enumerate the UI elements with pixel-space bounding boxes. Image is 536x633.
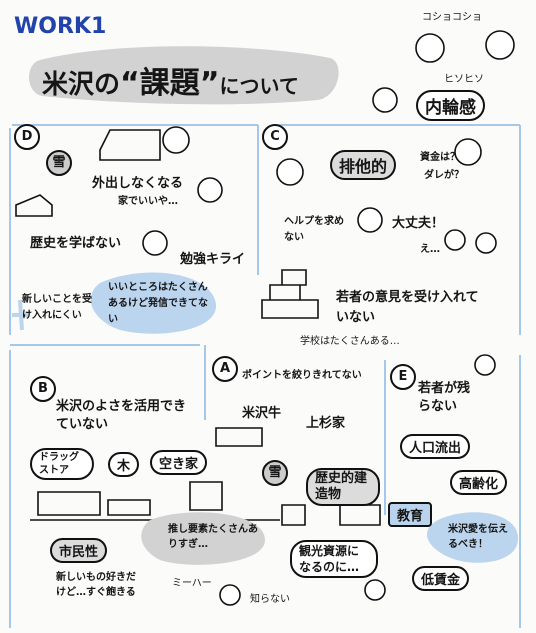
beef-text: 米沢牛 [242,406,282,421]
hate-study-text: 勉強キライ [180,252,246,267]
help-text: ヘルプを求めない [284,216,344,243]
chatter-text: ヒソヒソ [444,74,484,85]
mihaa-text: ミーハー [172,578,212,589]
unused-strengths-text: 米沢のよさを活用できていない [56,399,187,432]
historic-buildings-badge: 歴史的建造物 [306,468,380,506]
title-suffix: について [219,74,299,98]
points-text: ポイントを絞りきれてない [242,370,362,381]
unknown-text: 知らない [250,594,290,605]
snow-badge: 雪 [46,150,72,176]
outflow-badge: 人口流出 [400,434,471,459]
page-title: 米沢の“課題”について [42,58,299,102]
who-text: ダレが？ [424,170,464,181]
tree-badge: 木 [108,452,140,477]
good-points-text: いいところはたくさんあるけど発信できてない [108,282,208,325]
work-label: WORK1 [14,14,107,39]
section-b-marker: B [30,376,56,402]
love-text: 米沢愛を伝えるべき！ [448,524,508,550]
likes-new-text: 新しいもの好きだけど…すぐ飽きる [56,572,136,598]
go-out-less-text: 外出しなくなる [92,176,184,191]
hard-new-text: 新しいことを受け入れにくい [22,294,92,321]
title-prefix: 米沢の [42,70,121,100]
section-e-marker: E [390,364,416,390]
drugstore-badge: ドラッグストア [30,448,94,480]
ok-text: 大丈夫！ [392,216,445,231]
tourism-badge: 観光資源になるのに… [290,540,378,578]
youth-opinion-text: 若者の意見を受け入れていない [336,290,479,325]
citizen-badge: 市民性 [50,538,108,563]
eh-text: え… [420,244,440,255]
exclusive-badge: 排他的 [330,150,397,180]
section-a-marker: A [212,356,238,382]
insularity-badge: 内輪感 [416,90,485,121]
title-main: “課題” [120,66,220,101]
education-badge: 教育 [388,502,433,527]
vacancy-badge: 空き家 [150,450,208,475]
snow-badge-a: 雪 [262,460,288,486]
section-d-marker: D [14,124,40,150]
stay-home-text: 家でいいや… [118,196,178,207]
low-wage-badge: 低賃金 [412,566,470,591]
many-pushes-text: 推し要素たくさんありすぎ… [168,524,258,550]
whisper-text: コショコショ [422,12,482,23]
no-history-text: 歴史を学ばない [30,236,122,251]
section-c-marker: C [262,124,288,150]
schools-text: 学校はたくさんある… [300,336,400,347]
uesugi-text: 上杉家 [306,416,346,431]
aging-badge: 高齢化 [450,470,508,495]
young-leave-text: 若者が残らない [418,381,471,414]
money-text: 資金は？ [420,152,460,163]
